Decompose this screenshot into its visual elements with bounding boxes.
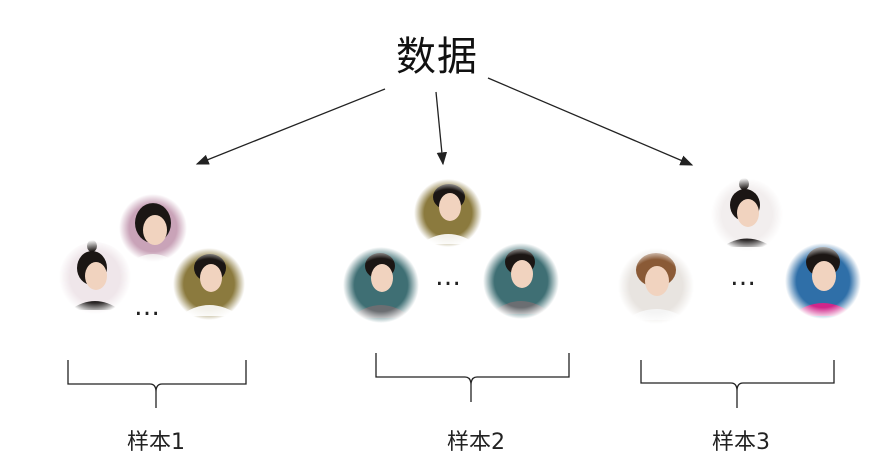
portrait-man-topknot-top [711,178,783,251]
portrait-woman-magenta [785,243,861,319]
portrait-man-teal-right [483,243,559,319]
brace-sample-1 [67,360,247,408]
arrow-to-sample-2 [435,91,448,166]
label-sample-1: 样本1 [127,430,185,455]
arrow-to-sample-1 [195,88,386,165]
ellipsis-sample-3: … [730,262,758,292]
portrait-woman-pink [119,194,187,262]
arrow-to-sample-3 [487,77,694,166]
ellipsis-sample-1: … [134,292,162,322]
label-sample-2: 样本2 [447,430,505,455]
portrait-man-gold-top [414,179,482,247]
portrait-man-teal-left [343,247,419,323]
portrait-woman-phone [618,248,694,324]
brace-sample-2 [375,353,570,402]
label-sample-3: 样本3 [712,430,770,455]
portrait-man-gold [173,248,245,320]
diagram-title: 数据 [396,34,478,80]
portrait-man-topknot [59,240,131,314]
ellipsis-sample-2: … [435,262,463,292]
brace-sample-3 [640,360,835,408]
